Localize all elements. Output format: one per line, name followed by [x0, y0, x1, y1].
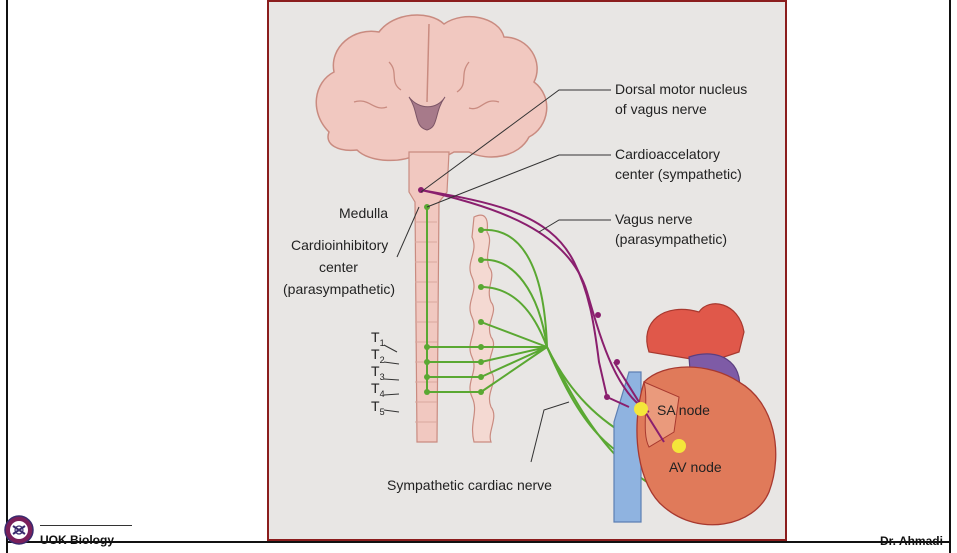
sa-node-marker [634, 402, 648, 416]
figure-svg: Dorsal motor nucleus of vagus nerve Card… [269, 2, 785, 539]
label-dorsal-line1: Dorsal motor nucleus [615, 81, 747, 97]
label-sa-node: SA node [657, 402, 710, 418]
university-seal-icon [4, 515, 34, 545]
label-cardioinh-line3: (parasympathetic) [283, 281, 395, 297]
footer-rule [40, 525, 132, 526]
label-dorsal-line2: of vagus nerve [615, 101, 707, 117]
label-av-node: AV node [669, 459, 722, 475]
vagus-nuclei [418, 187, 620, 400]
label-t4: T4 [371, 380, 385, 399]
label-symp-nerve: Sympathetic cardiac nerve [387, 477, 552, 493]
av-node-marker [672, 439, 686, 453]
footer-left-text: UOK Biology [40, 533, 114, 547]
label-vagus-line2: (parasympathetic) [615, 231, 727, 247]
slide-border-right [949, 0, 951, 553]
brain [316, 15, 546, 160]
cardiac-innervation-figure: Dorsal motor nucleus of vagus nerve Card… [267, 0, 787, 541]
footer-right-text: Dr. Ahmadi [880, 534, 943, 548]
label-cardioinh-line2: center [319, 259, 358, 275]
label-cardioinh-line1: Cardioinhibitory [291, 237, 388, 253]
label-vagus-line1: Vagus nerve [615, 211, 693, 227]
label-t5: T5 [371, 398, 385, 417]
sympathetic-chain [470, 215, 494, 442]
label-medulla: Medulla [339, 205, 388, 221]
label-cardioacc-line2: center (sympathetic) [615, 166, 742, 182]
label-cardioacc-line1: Cardioaccelatory [615, 146, 720, 162]
slide-border-left [6, 0, 8, 553]
